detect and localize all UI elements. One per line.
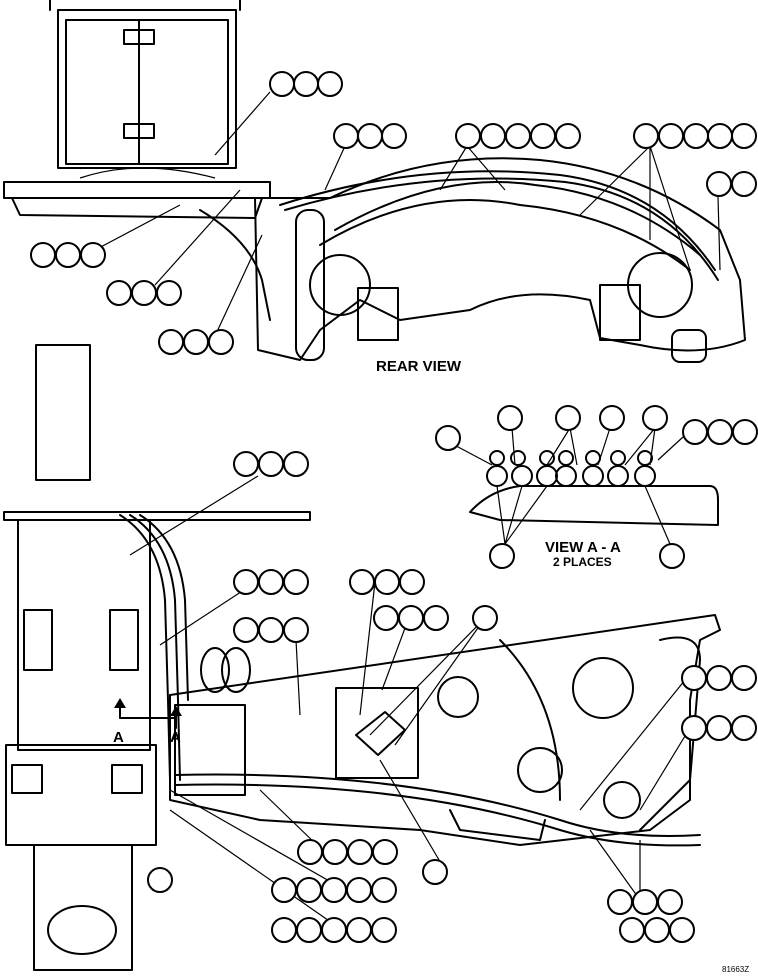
side-boom-window-2	[437, 676, 479, 718]
side-bolt-plate-right	[111, 764, 143, 794]
rear-cab-posts	[49, 0, 241, 11]
places-label: 2 PLACES	[553, 555, 612, 569]
side-accumulator-2	[221, 647, 251, 693]
side-lower-hole	[47, 905, 117, 955]
side-tower	[17, 519, 151, 751]
side-hose-run-2	[174, 783, 701, 847]
rear-cylinder	[295, 209, 325, 361]
side-lower-fitting	[449, 809, 546, 841]
side-boom	[169, 614, 721, 846]
side-lower-body	[33, 844, 133, 971]
section-arrows	[114, 698, 182, 729]
rear-view-drawing	[3, 0, 746, 363]
side-view-drawing	[3, 344, 721, 971]
side-upper-deck	[3, 511, 311, 521]
leader-lines	[94, 91, 721, 933]
rear-cab-inner	[65, 19, 229, 165]
rear-cab-box	[57, 9, 237, 169]
drawing-number: 81663Z	[722, 965, 749, 974]
side-boom-window-1	[572, 657, 634, 719]
side-hose-1	[119, 514, 171, 781]
view-aa-plate	[469, 485, 719, 526]
rear-fan-arc	[79, 167, 216, 179]
side-boom-pin	[603, 781, 641, 819]
rear-wheel-left	[309, 254, 371, 316]
side-accumulator-1	[200, 647, 230, 693]
side-panel-left	[23, 609, 53, 671]
side-tank	[35, 344, 91, 481]
rear-frame-outline	[254, 157, 746, 361]
side-valve-block	[335, 687, 419, 779]
rear-block-left	[357, 287, 399, 341]
rear-hose-left	[199, 209, 271, 321]
rear-hose-bundle-3	[284, 177, 719, 281]
side-valve-body	[355, 711, 406, 756]
view-aa-fittings	[486, 450, 656, 487]
callout-bubbles	[30, 71, 758, 943]
rear-platform-under	[11, 197, 263, 219]
section-label-right: A	[170, 729, 181, 746]
view-aa-label: VIEW A - A	[545, 539, 621, 556]
side-base	[5, 744, 157, 846]
side-hose-run-1	[174, 773, 701, 837]
side-hose-run-3	[499, 639, 561, 801]
section-label-left: A	[113, 729, 124, 746]
side-bolt-plate-left	[11, 764, 43, 794]
side-boom-curve	[639, 636, 701, 831]
view-aa-drawing	[469, 450, 719, 526]
side-hose-3	[139, 514, 189, 701]
side-hose-2	[129, 514, 181, 781]
rear-view-label: REAR VIEW	[376, 358, 462, 375]
side-bracket	[174, 704, 246, 796]
side-panel-right	[109, 609, 139, 671]
rear-hose-bundle-1	[334, 181, 701, 256]
rear-block-right	[599, 284, 641, 341]
side-pivot	[147, 867, 173, 893]
side-boom-window-3	[517, 747, 563, 793]
rear-tank	[671, 329, 707, 363]
rear-hose-bundle-2	[279, 170, 716, 271]
rear-platform	[3, 181, 271, 199]
rear-frame-arch	[319, 199, 691, 271]
